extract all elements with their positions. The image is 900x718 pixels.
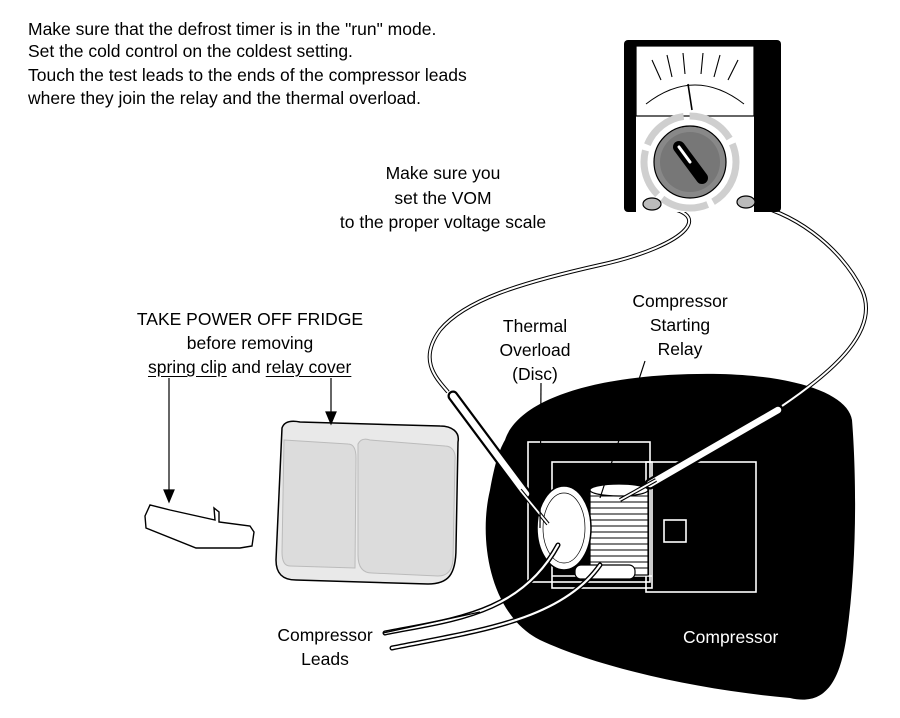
thermal-overload-label-2: Overload (499, 340, 571, 360)
spring-clip-icon (144, 504, 255, 549)
instruction-line-1: Make sure that the defrost timer is in t… (28, 19, 437, 39)
compressor-leads-label-1: Compressor (277, 625, 373, 645)
starting-relay-label-3: Relay (657, 339, 703, 359)
vom-note-line-1: Make sure you (385, 163, 501, 183)
and-label: and (231, 357, 261, 377)
power-warning-heading: TAKE POWER OFF FRIDGE (136, 309, 364, 329)
vom-note-line-3: to the proper voltage scale (339, 212, 547, 232)
instruction-line-3: Touch the test leads to the ends of the … (28, 65, 467, 85)
spring-clip-label: spring clip (148, 357, 227, 377)
starting-relay-label-2: Starting (649, 315, 711, 335)
thermal-overload-disc-icon (536, 485, 592, 571)
relay-cover-label: relay cover (265, 357, 352, 377)
compressor-body-icon (485, 373, 856, 700)
thermal-overload-label-1: Thermal (502, 316, 568, 336)
callout-lines (382, 360, 646, 634)
compressor-leads-label-2: Leads (301, 649, 349, 669)
power-warning-line-2: before removing (186, 333, 314, 353)
compressor-label: Compressor (683, 627, 779, 647)
test-lead-wires (427, 202, 869, 408)
power-warning-line-3: spring clip and relay cover (148, 356, 351, 378)
thermal-overload-label-3: (Disc) (512, 364, 558, 384)
vom-meter-icon (624, 40, 781, 212)
vom-note-line-2: set the VOM (394, 188, 492, 208)
pointer-arrows (163, 378, 337, 504)
starting-relay-label-1: Compressor (632, 291, 728, 311)
test-probe-icon (447, 390, 550, 526)
instruction-line-4: where they join the relay and the therma… (28, 88, 422, 108)
instruction-line-2: Set the cold control on the coldest sett… (28, 41, 353, 61)
relay-cover-icon (275, 420, 460, 585)
test-probe-icon (619, 404, 784, 502)
